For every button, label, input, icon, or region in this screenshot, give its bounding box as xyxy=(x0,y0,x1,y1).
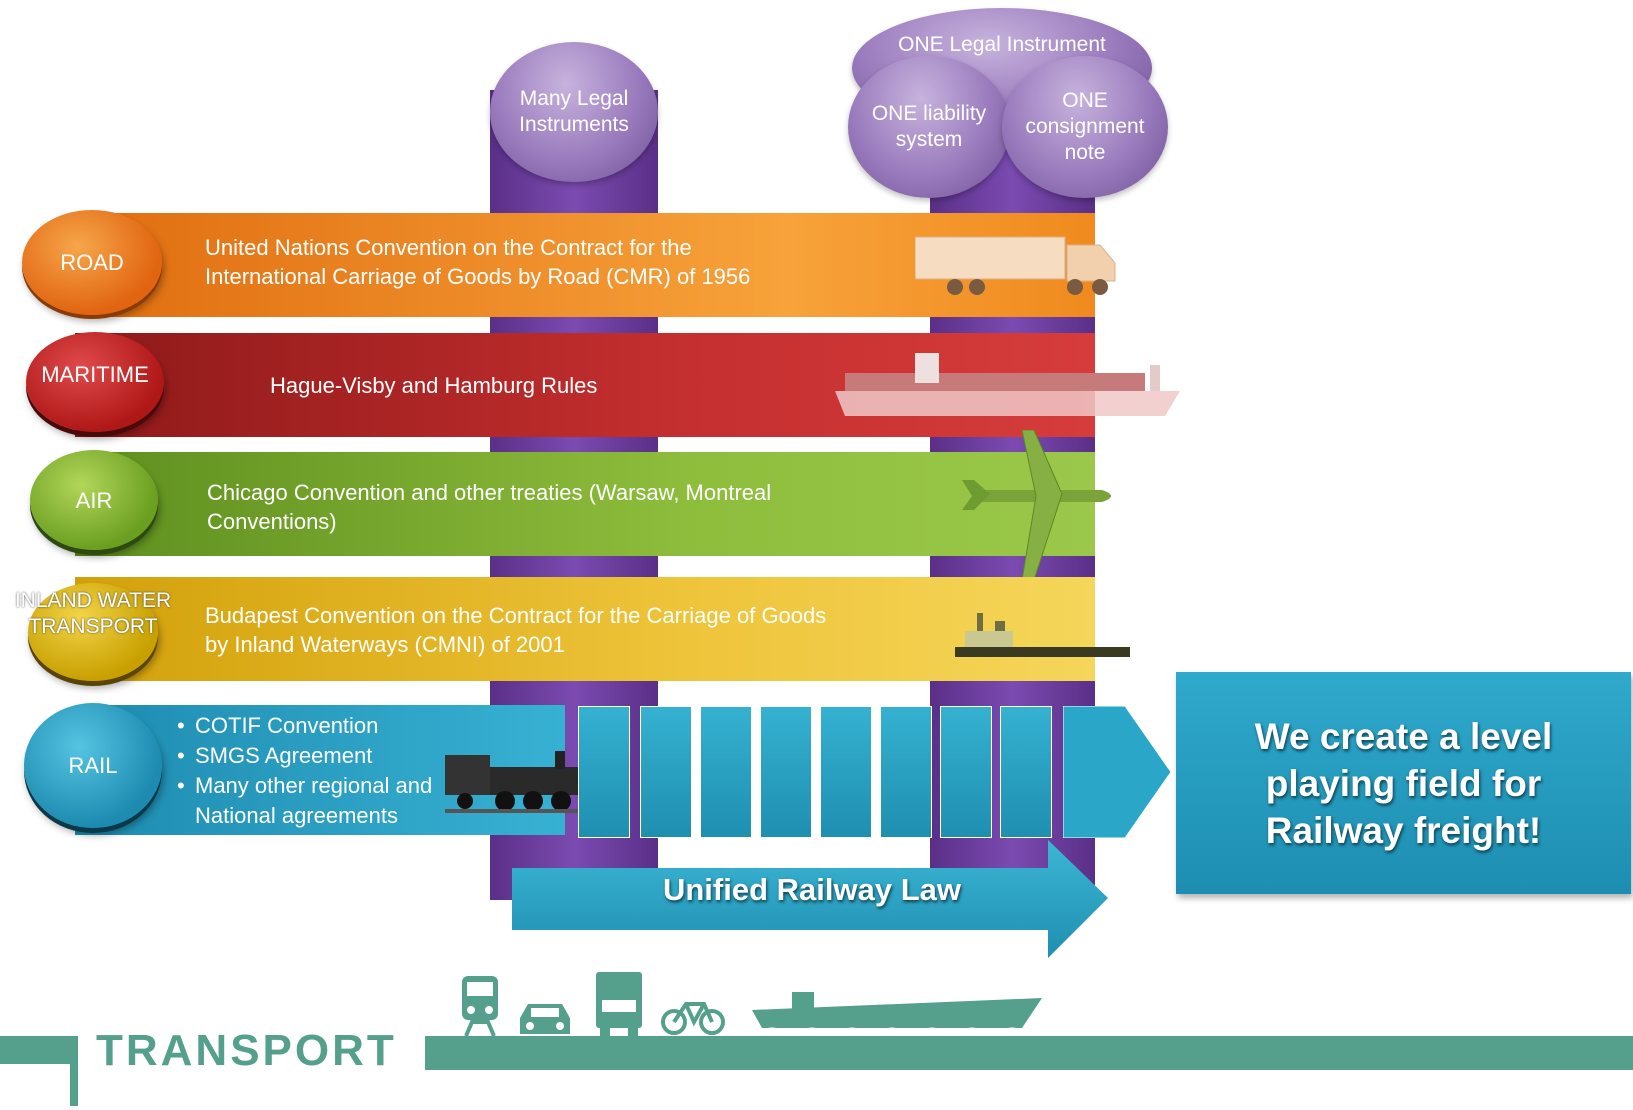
truck-icon xyxy=(915,236,1116,295)
result-box: We create a level playing field for Rail… xyxy=(1176,672,1631,894)
many-legal-instruments-bubble: Many Legal Instruments xyxy=(490,42,658,182)
air-text: Chicago Convention and other treaties (W… xyxy=(207,480,772,534)
many-legal-instruments-label: Many Legal Instruments xyxy=(519,87,629,136)
footer-bar-left xyxy=(0,1036,78,1064)
pill-maritime: MARITIME xyxy=(26,332,164,432)
rail-item: Many other regional and National agreeme… xyxy=(175,771,465,831)
one-consignment-note-bubble: ONE consignment note xyxy=(1002,56,1168,198)
pill-road: ROAD xyxy=(22,210,162,315)
rail-tile xyxy=(880,706,932,838)
air-label: AIR xyxy=(75,487,113,513)
footer-title: TRANSPORT xyxy=(96,1026,397,1075)
inland-water-label: INLAND WATER TRANSPORT xyxy=(14,589,172,638)
rail-tile xyxy=(578,706,630,838)
pill-rail: RAIL xyxy=(24,703,162,828)
rail-arrowhead xyxy=(1063,706,1172,838)
rail-item: COTIF Convention xyxy=(175,711,465,741)
truck-front-icon xyxy=(596,972,642,1036)
rail-tile xyxy=(940,706,992,838)
road-text: United Nations Convention on the Contrac… xyxy=(205,235,751,289)
unified-railway-law-arrow xyxy=(512,840,1108,958)
steam-locomotive-icon xyxy=(445,751,605,813)
road-label: ROAD xyxy=(60,250,124,275)
pill-air: AIR xyxy=(30,450,158,550)
rail-item: SMGS Agreement xyxy=(175,741,465,771)
container-ship-icon xyxy=(835,353,1180,416)
band-inland-water: Budapest Convention on the Contract for … xyxy=(75,577,1130,681)
band-rail: COTIF Convention SMGS Agreement Many oth… xyxy=(75,705,605,835)
band-maritime: Hague-Visby and Hamburg Rules xyxy=(75,333,1180,437)
rail-label: RAIL xyxy=(68,753,118,778)
footer-bar-right xyxy=(425,1036,1633,1070)
pill-inland-water xyxy=(28,583,158,681)
unified-railway-law-label: Unified Railway Law xyxy=(662,872,961,907)
maritime-label: MARITIME xyxy=(41,362,149,387)
airplane-icon xyxy=(962,430,1111,580)
one-legal-instrument-label: ONE Legal Instrument xyxy=(898,33,1106,56)
ship-icon xyxy=(752,992,1042,1036)
footer-bar-left-stem xyxy=(70,1036,78,1106)
car-icon xyxy=(520,1004,570,1034)
bicycle-icon xyxy=(661,1002,725,1035)
rail-tile xyxy=(760,706,812,838)
barge-icon xyxy=(955,613,1130,657)
rail-tile xyxy=(820,706,872,838)
maritime-text: Hague-Visby and Hamburg Rules xyxy=(270,373,598,398)
one-consignment-note-label: ONE consignment note xyxy=(1025,89,1145,164)
rail-tile xyxy=(700,706,752,838)
result-text: We create a level playing field for Rail… xyxy=(1254,715,1553,851)
one-liability-system-bubble: ONE liability system xyxy=(848,56,1010,198)
band-air: Chicago Convention and other treaties (W… xyxy=(75,452,1095,556)
band-road: United Nations Convention on the Contrac… xyxy=(75,213,1116,317)
one-liability-system-label: ONE liability system xyxy=(871,102,987,151)
rail-items: COTIF Convention SMGS Agreement Many oth… xyxy=(175,711,465,831)
inland-water-text: Budapest Convention on the Contract for … xyxy=(205,603,827,657)
rail-tile xyxy=(1000,706,1052,838)
train-icon xyxy=(462,976,498,1036)
rail-tile xyxy=(640,706,692,838)
